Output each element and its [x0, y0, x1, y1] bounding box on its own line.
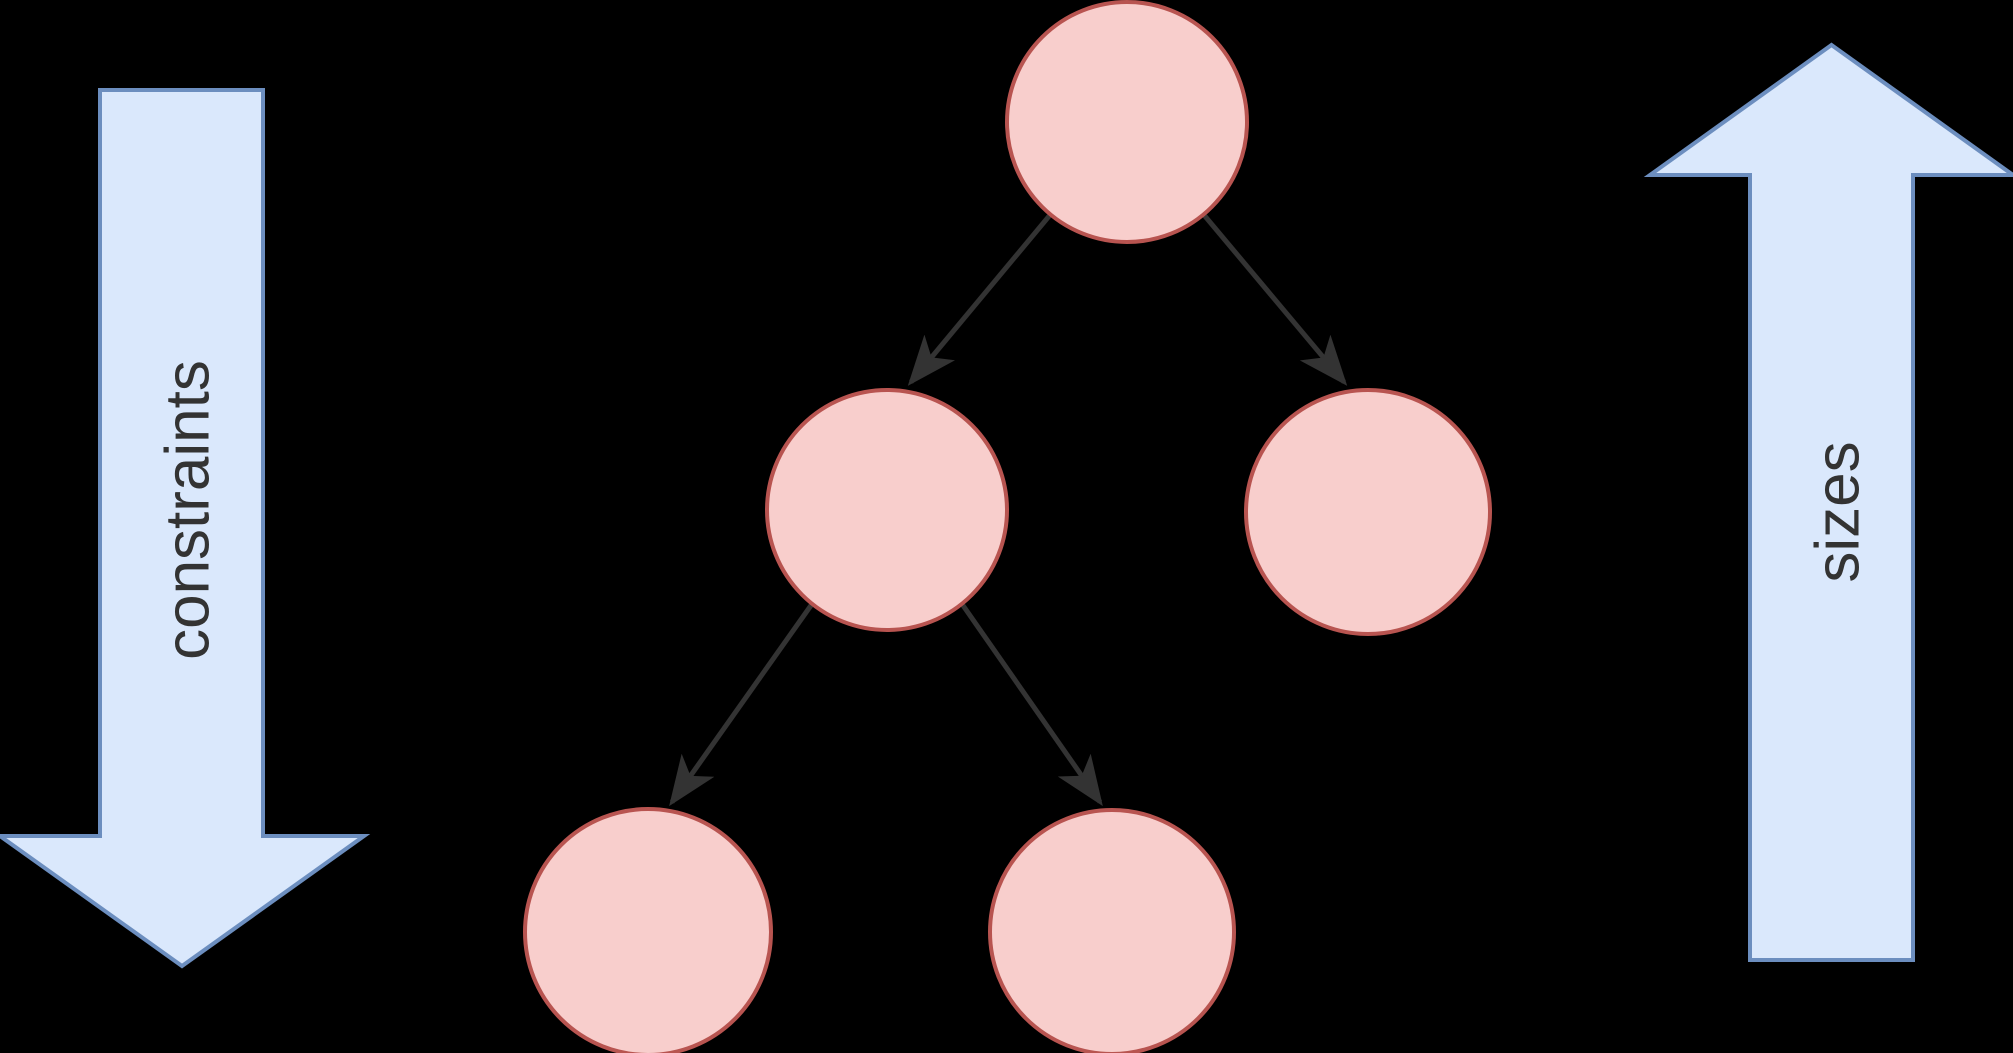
constraints-arrow-shape[interactable]: [0, 88, 371, 969]
node-bottom-left[interactable]: [523, 807, 773, 1053]
sizes-arrow-label: sizes: [1804, 441, 1873, 582]
constraints-arrow-label: constraints: [154, 360, 223, 660]
edge-root-to-mid-right: [1202, 213, 1348, 386]
node-bottom-right[interactable]: [988, 808, 1236, 1053]
edge-mid-left-to-bottom-right: [959, 602, 1103, 807]
nodes-layer: [523, 0, 1492, 1053]
constraints-arrow[interactable]: constraints: [0, 88, 371, 969]
node-mid-left[interactable]: [765, 388, 1009, 632]
node-root[interactable]: [1005, 0, 1249, 244]
edge-mid-left-to-bottom-left: [669, 602, 815, 807]
edges-layer: [669, 213, 1348, 807]
edge-root-to-mid-left: [907, 213, 1052, 386]
node-mid-right[interactable]: [1244, 388, 1492, 636]
sizes-arrow[interactable]: sizes: [1643, 42, 2013, 962]
sizes-arrow-shape[interactable]: [1643, 42, 2013, 962]
